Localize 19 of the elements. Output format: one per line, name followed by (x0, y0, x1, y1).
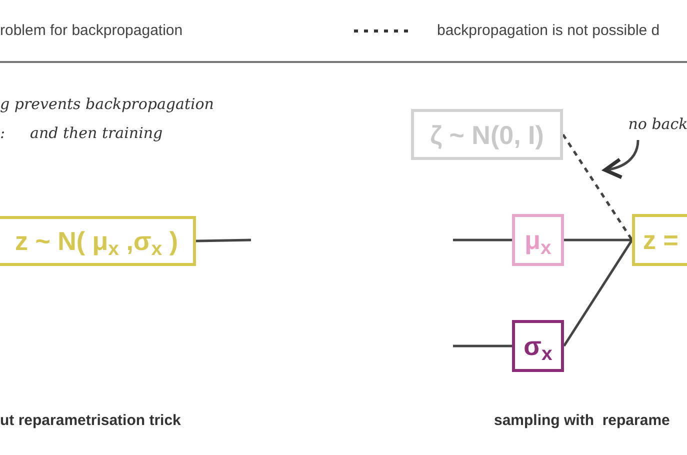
handwritten-note: and then training (30, 123, 163, 144)
legend-text: backpropagation is not possible d (437, 21, 660, 41)
connector-line (453, 238, 512, 242)
sigma-box: σ$_{x}$ (512, 320, 564, 372)
caption: ut reparametrisation trick (0, 411, 181, 431)
distribution-box: z ~ N( μ$_{x}$ ,σ$_{x}$ ) (0, 216, 196, 266)
handwritten-note: : (0, 123, 6, 144)
legend-text: roblem for backpropagation (0, 21, 183, 41)
distribution-box: z = (632, 214, 687, 266)
mean-box: μ$_{x}$ (512, 214, 564, 266)
connector-line (564, 238, 632, 242)
connector-line (453, 344, 512, 348)
connector-line (562, 239, 634, 347)
connector-line (196, 238, 252, 242)
handwritten-note: no back (628, 116, 687, 132)
caption: sampling with reparame (494, 411, 670, 431)
curved-arrow (603, 140, 640, 178)
handwritten-note: g prevents backpropagation (0, 94, 214, 115)
connector-line (562, 134, 634, 241)
